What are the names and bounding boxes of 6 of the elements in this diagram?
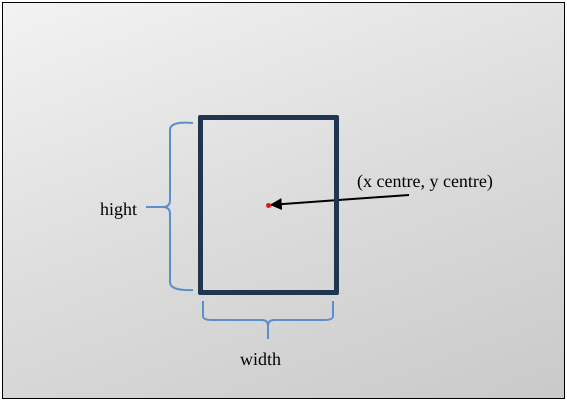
centre-point [266, 202, 271, 208]
bounding-box [198, 115, 339, 295]
arrow [270, 194, 410, 210]
coordinate-label: (x centre, y centre) [357, 172, 493, 190]
dimension-label: width [240, 350, 282, 368]
dimension-label: hight [100, 200, 138, 218]
